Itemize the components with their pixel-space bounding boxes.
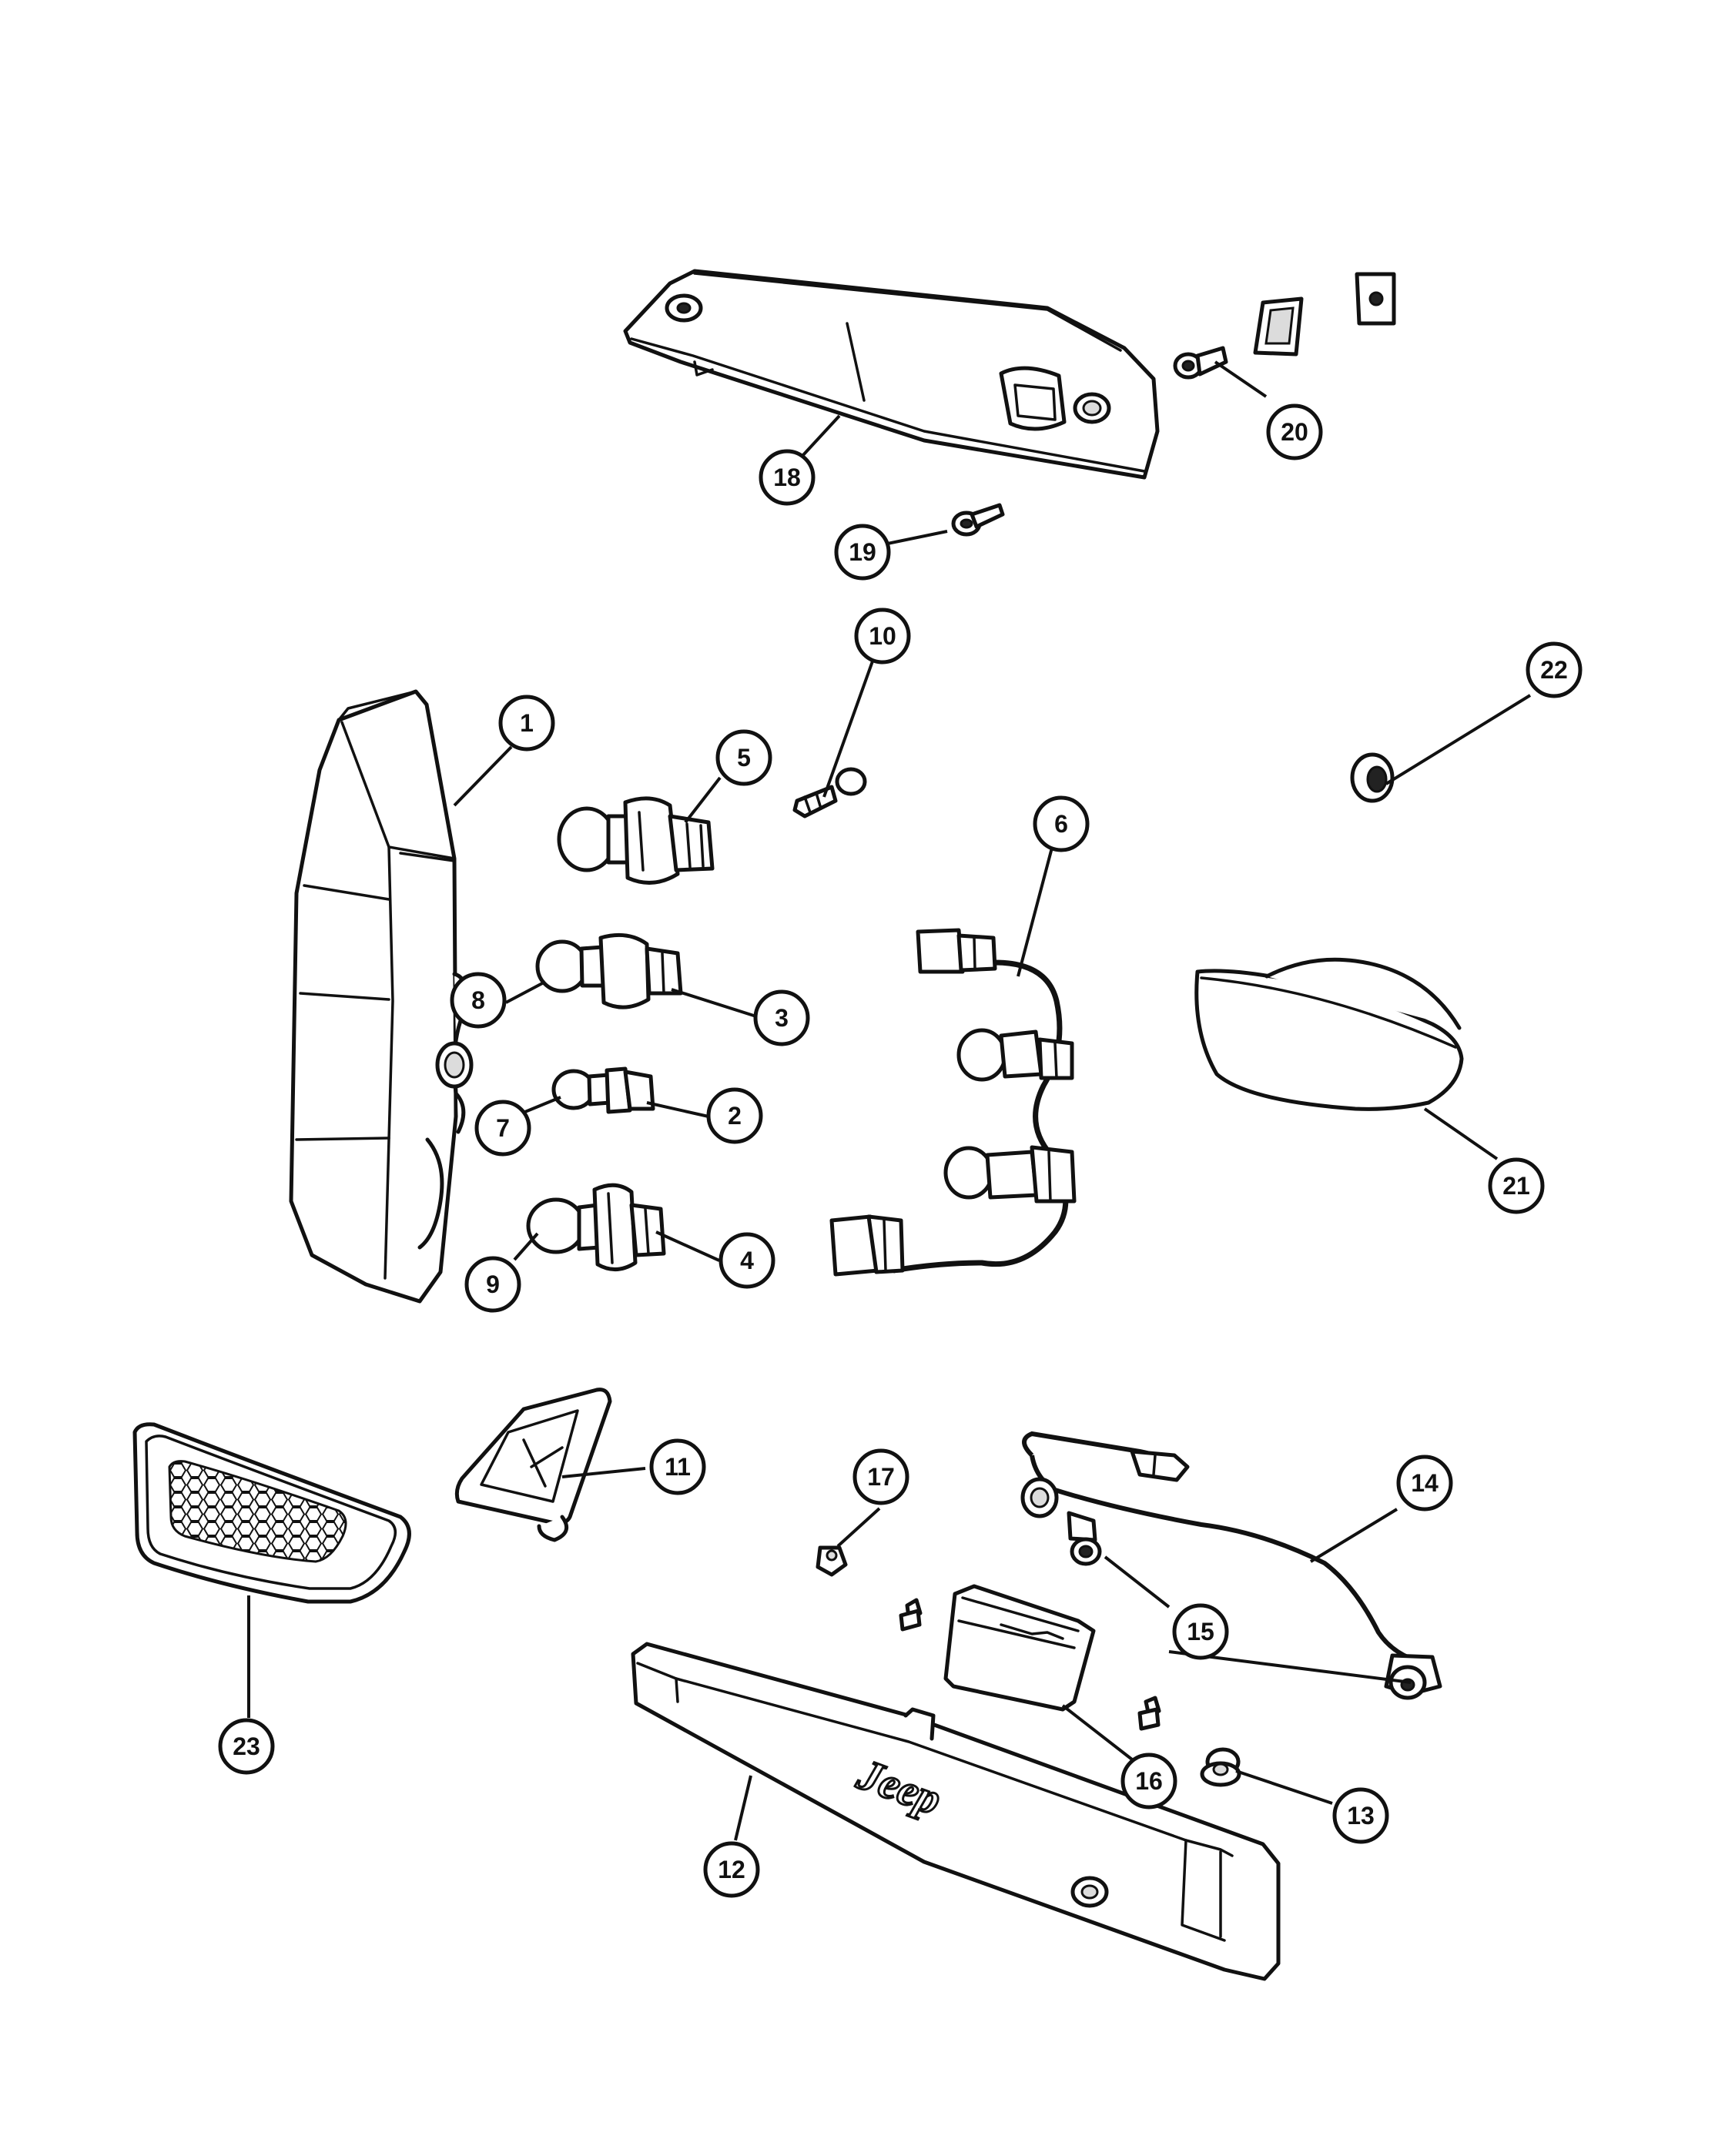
part-17-clip <box>816 1545 848 1577</box>
callout-22: 22 <box>1526 641 1583 698</box>
svg-text:8: 8 <box>471 986 485 1014</box>
svg-text:12: 12 <box>718 1856 745 1883</box>
callout-3: 3 <box>753 989 810 1046</box>
callout-19: 19 <box>834 524 891 581</box>
svg-text:14: 14 <box>1411 1469 1439 1497</box>
svg-text:13: 13 <box>1347 1802 1375 1830</box>
part-23-grille-insert <box>132 1422 411 1604</box>
callout-11: 11 <box>649 1438 706 1495</box>
svg-text:6: 6 <box>1054 810 1068 838</box>
part-21-reflector-lamp <box>1194 957 1464 1111</box>
callout-7: 7 <box>474 1100 531 1157</box>
callout-6: 6 <box>1033 795 1090 852</box>
callout-14: 14 <box>1396 1455 1453 1512</box>
callout-5: 5 <box>715 729 772 786</box>
callout-18: 18 <box>759 449 816 506</box>
part-20-nut-and-grommets <box>1173 272 1396 380</box>
svg-text:21: 21 <box>1502 1172 1530 1200</box>
svg-text:18: 18 <box>773 464 801 491</box>
svg-text:1: 1 <box>520 709 534 737</box>
svg-text:3: 3 <box>775 1004 789 1032</box>
svg-text:20: 20 <box>1281 418 1308 446</box>
svg-text:16: 16 <box>1135 1767 1163 1795</box>
callout-23: 23 <box>218 1718 275 1775</box>
callouts: 1 2 3 4 5 6 7 8 9 10 11 12 13 14 15 16 1… <box>218 403 1583 1898</box>
part-2-bulb-socket <box>551 1066 655 1114</box>
part-19-screw <box>951 503 1005 537</box>
callout-9: 9 <box>464 1256 521 1313</box>
part-1-tail-lamp <box>289 689 474 1304</box>
part-22-grommet <box>1350 752 1395 803</box>
svg-text:22: 22 <box>1540 656 1568 684</box>
callout-1: 1 <box>498 695 555 752</box>
part-13-push-nut <box>1200 1747 1241 1787</box>
svg-text:7: 7 <box>496 1114 510 1142</box>
part-12-liftgate-applique: Jeep <box>631 1642 1281 1981</box>
part-15-lamp-socket <box>1070 1537 1442 1700</box>
part-16-license-lamp <box>899 1584 1161 1731</box>
leader-lines <box>247 360 1532 1841</box>
callout-8: 8 <box>450 972 507 1029</box>
callout-20: 20 <box>1266 403 1323 460</box>
callout-12: 12 <box>703 1841 760 1898</box>
svg-text:9: 9 <box>486 1270 500 1298</box>
svg-text:17: 17 <box>867 1463 895 1491</box>
part-5-bulb-socket <box>557 796 715 885</box>
svg-text:4: 4 <box>740 1247 754 1274</box>
svg-text:15: 15 <box>1187 1618 1214 1645</box>
part-18-rear-header-housing <box>623 269 1160 480</box>
callout-10: 10 <box>854 608 911 665</box>
svg-text:10: 10 <box>869 622 896 650</box>
callout-2: 2 <box>706 1087 763 1144</box>
svg-text:2: 2 <box>728 1102 742 1130</box>
callout-15: 15 <box>1172 1603 1229 1660</box>
part-4-bulb-socket <box>526 1183 666 1271</box>
svg-text:5: 5 <box>737 744 751 772</box>
part-11-bezel <box>454 1388 612 1542</box>
svg-text:23: 23 <box>233 1732 260 1760</box>
callout-13: 13 <box>1332 1787 1389 1844</box>
part-3-bulb-socket <box>535 932 683 1009</box>
callout-17: 17 <box>852 1448 909 1505</box>
callout-21: 21 <box>1488 1157 1545 1214</box>
callout-4: 4 <box>718 1232 775 1289</box>
callout-16: 16 <box>1120 1753 1177 1810</box>
svg-text:19: 19 <box>849 538 876 566</box>
part-6-wiring-harness <box>829 928 1077 1277</box>
svg-text:11: 11 <box>665 1453 691 1481</box>
